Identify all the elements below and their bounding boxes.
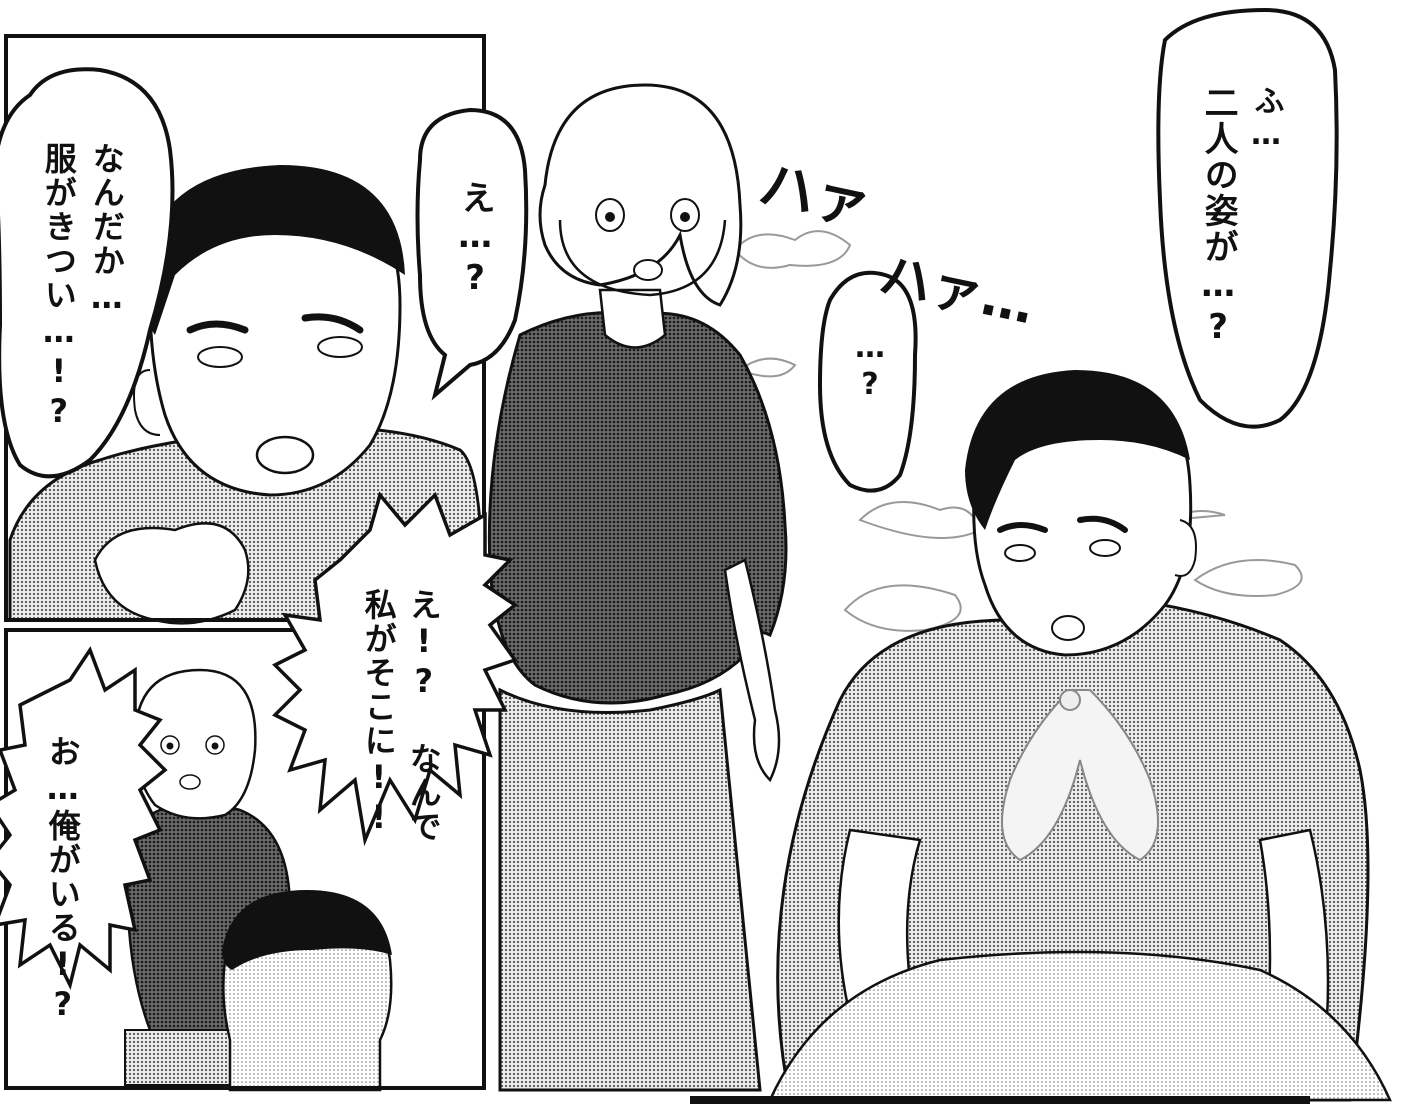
bubble-shape-top-left (0, 67, 175, 479)
bubble-top-left-line-1: なんだか… (87, 142, 126, 318)
right-panel-art (487, 83, 1392, 1104)
bubble-shape-right-top (1156, 7, 1339, 429)
bubble-shape-right-mid (817, 270, 918, 493)
bubble-shout-line-2: 私がそこに!! (359, 588, 398, 838)
bubble-bottom-left-text: お…俺がいる!? (43, 735, 82, 1025)
bubble-right-top-line-2: 二人の姿が…? (1198, 85, 1239, 349)
bubble-shape-shout (272, 491, 518, 847)
bubble-shape-small (415, 107, 529, 401)
bubble-shape-bottom-left (0, 646, 168, 991)
bubble-right-top-line-1: ふ… (1248, 85, 1284, 154)
bubble-small-text: え…? (455, 180, 496, 300)
bubble-top-left-line-2: 服がきつい…!? (39, 142, 78, 432)
bubble-shout-line-1: え!? なんで (404, 588, 443, 844)
bubble-right-mid-text: …? (852, 330, 888, 404)
